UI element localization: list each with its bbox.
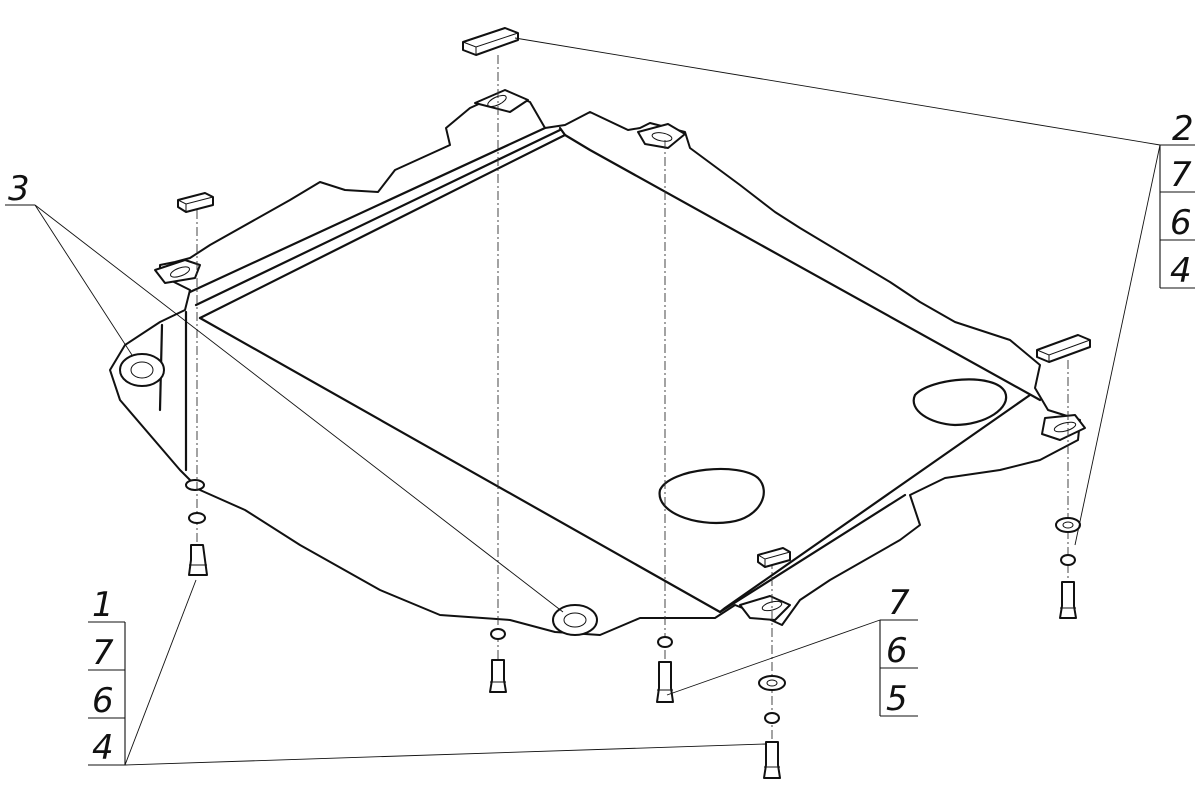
callout-label: 7: [888, 583, 910, 623]
callout-label: 6: [92, 681, 114, 721]
callout-label: 5: [886, 679, 908, 719]
leader-lines: [34, 37, 1161, 766]
callout-left: 3: [5, 169, 35, 209]
callout-label: 7: [1170, 155, 1192, 195]
callout-top-right: 2 7 6 4: [1159, 109, 1195, 291]
callout-label: 7: [92, 633, 114, 673]
callout-bottom-left: 1 7 6 4: [88, 585, 126, 768]
callout-bottom-center: 7 6 5: [879, 583, 918, 719]
fasteners: [188, 512, 1081, 779]
callout-label: 1: [92, 585, 114, 625]
callout-label: 6: [886, 631, 908, 671]
callout-label: 3: [8, 169, 30, 209]
callout-label: 4: [92, 728, 114, 768]
callout-label: 4: [1170, 251, 1192, 291]
callout-label: 2: [1172, 109, 1194, 149]
clip-nuts: [177, 27, 1091, 568]
skid-plate: [109, 89, 1086, 636]
callout-label: 6: [1170, 203, 1192, 243]
